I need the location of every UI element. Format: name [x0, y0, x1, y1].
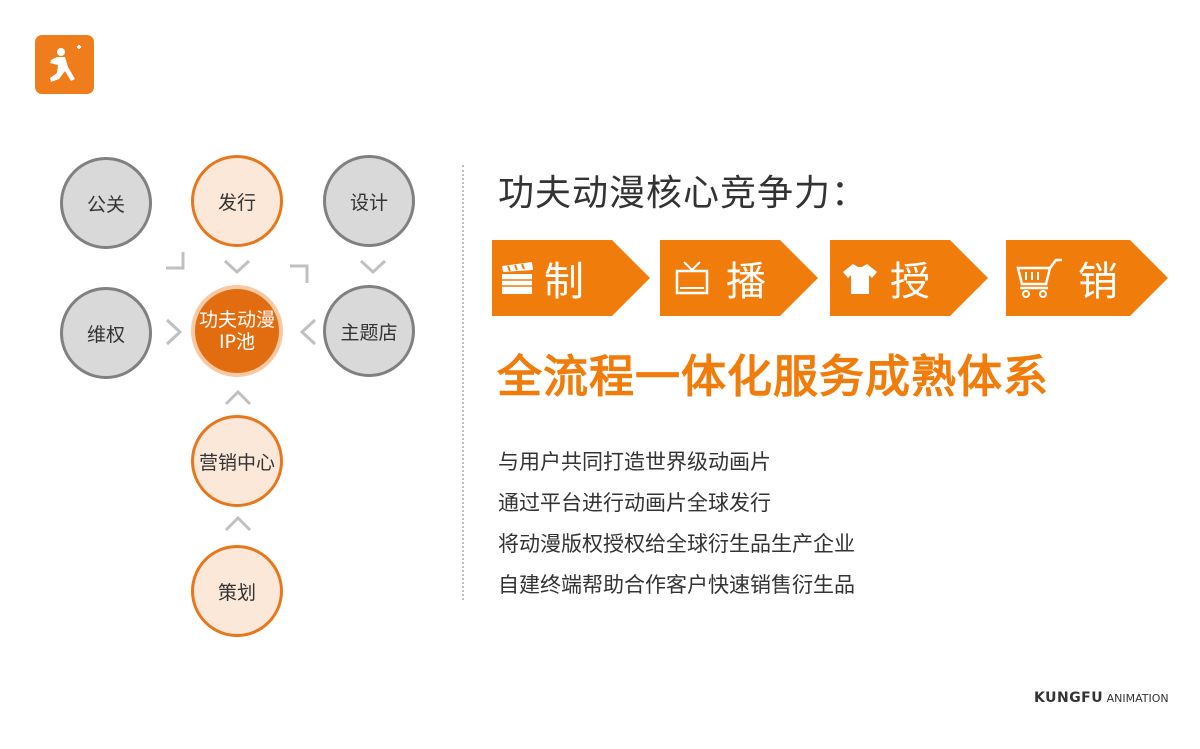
- corner-arrow-icon: [290, 264, 309, 283]
- corner-arrow-icon: [166, 252, 185, 270]
- node-label: 公关: [86, 193, 125, 216]
- node-rights: 维权: [60, 287, 152, 379]
- node-label: 营销中心: [198, 451, 275, 474]
- brand-sub: ANIMATION: [1106, 692, 1169, 705]
- node-distribution: 发行: [191, 155, 283, 247]
- tv-icon: [675, 261, 709, 295]
- bullet-item: 通过平台进行动画片全球发行: [498, 491, 771, 515]
- pipeline-step-broadcast: 播: [660, 240, 820, 316]
- brand-wordmark: KUNGFU ANIMATION: [1034, 690, 1169, 706]
- node-planning: 策划: [191, 545, 283, 637]
- pipeline-step-produce: 制: [492, 240, 652, 316]
- pipeline-label: 授: [890, 259, 930, 305]
- clapperboard-icon: [502, 262, 533, 294]
- chevron-right-icon: [165, 318, 183, 346]
- node-label: 主题店: [340, 321, 398, 344]
- pipeline-step-license: 授: [830, 240, 990, 316]
- node-theme-store: 主题店: [323, 285, 415, 377]
- core-label-line1: 功夫动漫: [198, 309, 275, 331]
- chevron-down-icon: [223, 259, 251, 275]
- kungfu-fighter-icon: [50, 45, 81, 82]
- core-label-line2: IP池: [218, 331, 256, 353]
- node-label: 维权: [86, 323, 125, 346]
- page-title: 功夫动漫核心竞争力：: [498, 173, 869, 214]
- chevron-left-icon: [299, 318, 317, 346]
- vertical-divider: [462, 165, 464, 600]
- pipeline-label: 播: [726, 259, 766, 305]
- node-design: 设计: [323, 155, 415, 247]
- bullet-item: 自建终端帮助合作客户快速销售衍生品: [498, 573, 855, 597]
- pipeline-label: 制: [544, 259, 584, 305]
- node-label: 发行: [217, 191, 256, 214]
- diagram-arrows: [165, 252, 387, 532]
- kungfu-logo: [35, 35, 94, 94]
- slogan: 全流程一体化服务成熟体系: [497, 350, 1050, 403]
- node-label: 设计: [349, 191, 388, 214]
- pipeline-step-sell: 销: [1006, 240, 1170, 316]
- chevron-down-icon: [359, 259, 387, 275]
- chevron-up-icon: [224, 515, 252, 532]
- shopping-cart-icon: [1016, 258, 1062, 298]
- bullet-item: 将动漫版权授权给全球衍生品生产企业: [498, 532, 855, 556]
- node-label: 策划: [217, 581, 256, 604]
- pipeline-label: 销: [1078, 259, 1118, 305]
- bullet-list: 与用户共同打造世界级动画片 通过平台进行动画片全球发行 将动漫版权授权给全球衍生…: [498, 442, 855, 606]
- node-marketing-center: 营销中心: [191, 415, 283, 507]
- brand-main: KUNGFU: [1034, 690, 1104, 706]
- node-pr: 公关: [60, 157, 152, 249]
- tshirt-icon: [843, 264, 877, 294]
- chevron-up-icon: [224, 389, 252, 406]
- bullet-item: 与用户共同打造世界级动画片: [498, 450, 771, 474]
